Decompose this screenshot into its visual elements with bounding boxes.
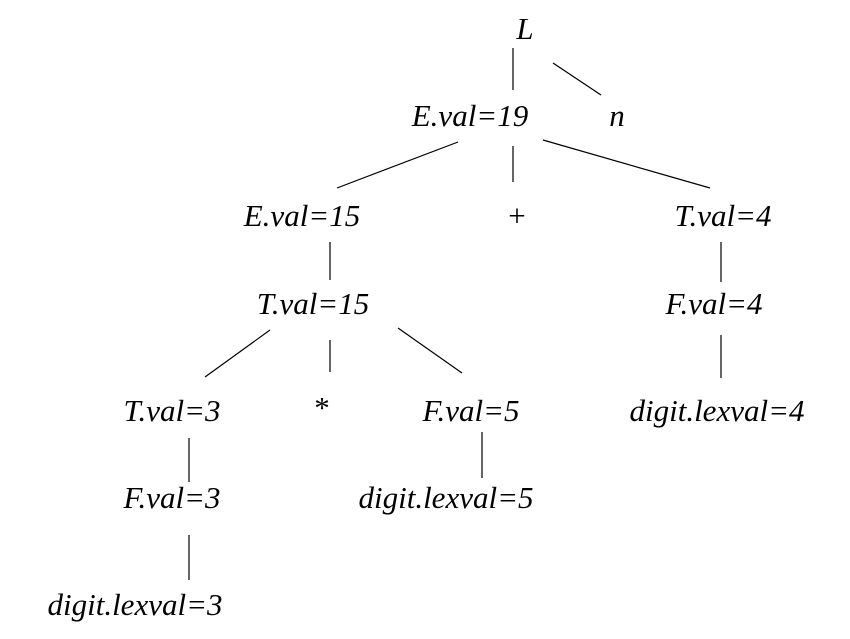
nodes: L E.val=19 n E.val=15 + T.val=4 T.val=15… [47,11,804,622]
node-F3: F.val=3 [123,480,221,515]
node-E19: E.val=19 [411,98,528,133]
node-T3: T.val=3 [124,393,221,428]
node-E15: E.val=15 [243,198,360,233]
node-F5: F.val=5 [422,393,520,428]
node-digit3: digit.lexval=3 [47,587,222,622]
node-n: n [609,98,625,133]
node-plus: + [508,198,525,233]
node-T15: T.val=15 [257,286,369,321]
node-F4: F.val=4 [665,286,763,321]
edge-E19-T4 [542,139,711,189]
edge-L-n [552,62,602,96]
node-T4: T.val=4 [675,198,772,233]
edge-T15-F5 [397,327,463,374]
node-digit5: digit.lexval=5 [358,480,533,515]
node-L: L [515,11,533,46]
edge-E19-E15 [336,141,459,189]
node-digit4: digit.lexval=4 [629,393,804,428]
edges [188,48,722,580]
node-star: * [314,390,330,425]
edge-T15-T3 [204,329,271,378]
